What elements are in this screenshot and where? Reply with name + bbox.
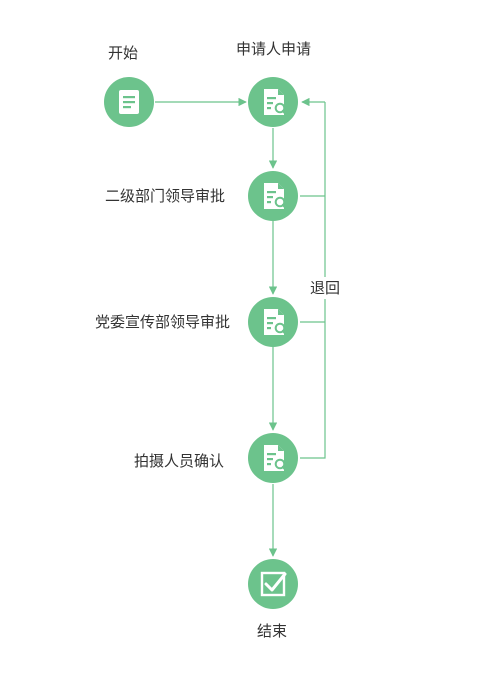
node-start[interactable] [104, 77, 154, 127]
node-party[interactable] [248, 297, 298, 347]
edge-return-photo [300, 102, 326, 459]
checkbox-check-icon [260, 571, 287, 597]
document-search-icon [264, 89, 289, 117]
label-start: 开始 [108, 44, 139, 62]
node-dept[interactable] [248, 171, 298, 221]
node-photo[interactable] [248, 433, 298, 483]
node-apply[interactable] [248, 77, 298, 127]
label-end: 结束 [257, 622, 288, 640]
label-apply: 申请人申请 [236, 40, 312, 58]
label-return: 退回 [310, 279, 341, 297]
document-search-icon [264, 309, 289, 337]
node-end[interactable] [248, 559, 298, 609]
return-label-bg [307, 277, 343, 299]
label-photo: 拍摄人员确认 [134, 452, 225, 470]
label-dept: 二级部门领导审批 [105, 187, 226, 205]
document-lines-icon [119, 90, 139, 114]
label-party: 党委宣传部领导审批 [95, 313, 231, 331]
document-search-icon [264, 183, 289, 211]
document-search-icon [264, 445, 289, 473]
